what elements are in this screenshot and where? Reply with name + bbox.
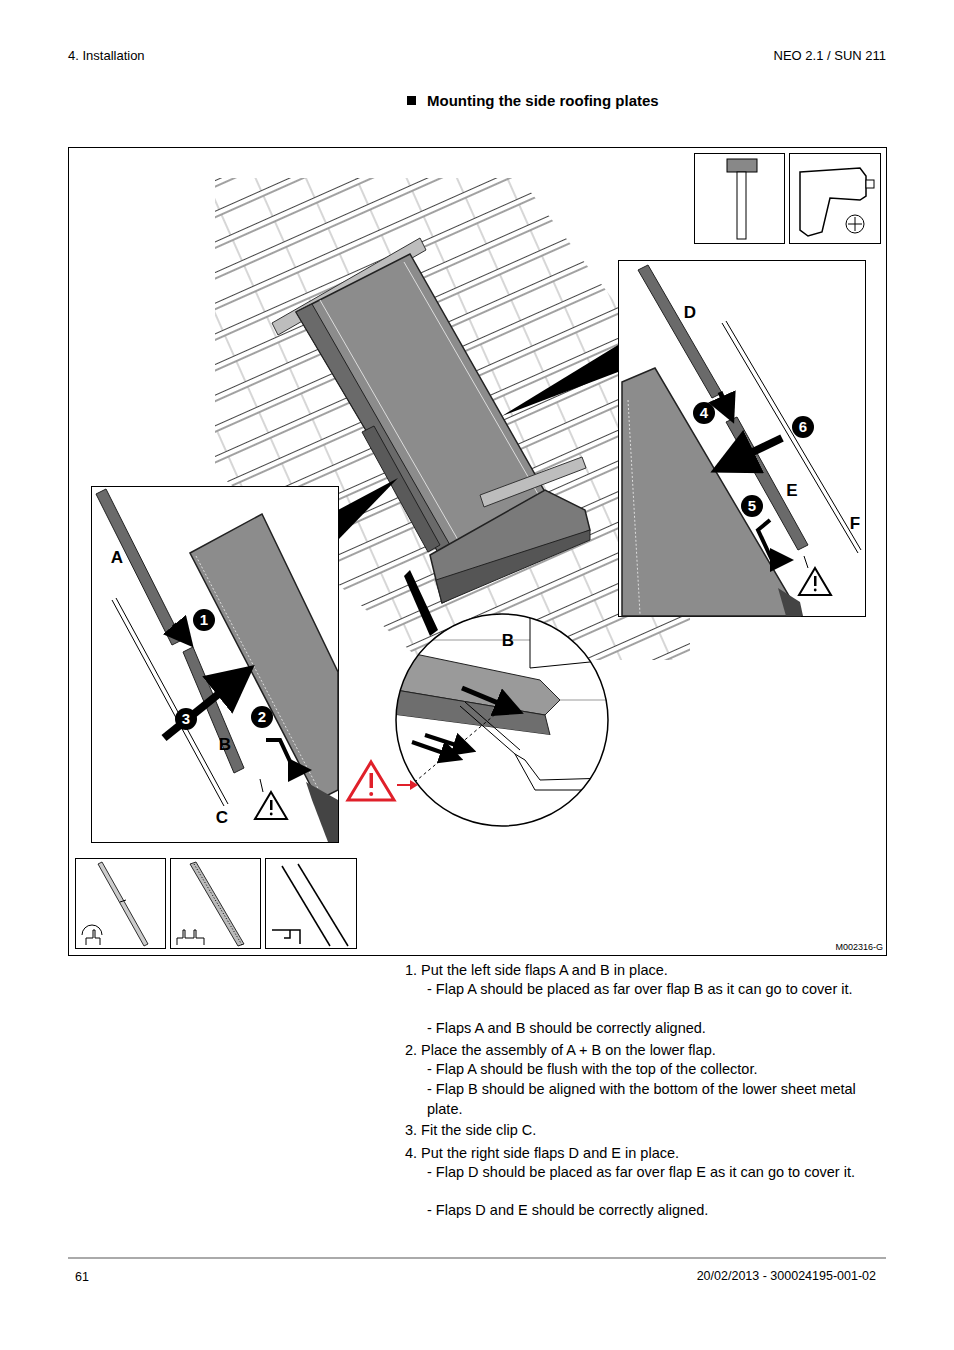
detail-inset (619, 261, 866, 617)
part-letter: A (106, 547, 128, 569)
side-flap-e (726, 417, 808, 550)
side-clip-f (726, 321, 861, 550)
side-flap-b (362, 426, 440, 552)
part-letter: E (781, 480, 803, 502)
profile-icon (76, 859, 166, 949)
section-title: Mounting the side roofing plates (427, 92, 659, 110)
profile-icon (266, 859, 357, 949)
collector-detail (190, 514, 338, 800)
drill-icon (800, 168, 866, 236)
page-header: 4. Installation (68, 48, 145, 64)
warning-icon-red (348, 762, 418, 800)
page-header: NEO 2.1 / SUN 211 (774, 48, 886, 64)
part-letter: B (497, 630, 519, 652)
step-text: 3. Fit the side clip C. (405, 1121, 911, 1141)
step-text: 2. Place the assembly of A + B on the lo… (405, 1041, 911, 1061)
step-text: 4. Put the right side flaps D and E in p… (405, 1144, 911, 1164)
title-bullet (407, 96, 416, 105)
callout-number: 6 (792, 416, 814, 438)
step-note: - Flap B should be aligned with the bott… (427, 1080, 889, 1119)
document-reference: 20/02/2013 - 300024195-001-02 (697, 1269, 876, 1284)
part-letter: D (679, 302, 701, 324)
footer-rule (68, 1257, 886, 1259)
callout-number: 4 (693, 402, 715, 424)
warning-icon (799, 556, 831, 595)
side-flap-d (638, 265, 722, 398)
callout-number: 5 (741, 495, 763, 517)
part-letter: F (844, 513, 866, 535)
step-note: - Flaps D and E should be correctly alig… (427, 1201, 889, 1221)
step-note: - Flap D should be placed as far over fl… (427, 1163, 889, 1183)
callout-number: 1 (193, 609, 215, 631)
callout-number: 2 (251, 706, 273, 728)
page-number: 61 (75, 1270, 89, 1285)
tool-box (790, 154, 881, 244)
detail-inset (92, 487, 339, 843)
step-note: - Flap A should be placed as far over fl… (427, 980, 889, 1000)
hammer-icon (727, 159, 757, 172)
callout-number: 3 (175, 708, 197, 730)
step-note: - Flap A should be flush with the top of… (427, 1060, 889, 1080)
step-text: 1. Put the left side flaps A and B in pl… (405, 961, 911, 981)
detail-pointer (502, 345, 618, 416)
step-note: - Flaps A and B should be correctly alig… (427, 1019, 889, 1039)
part-letter: B (214, 734, 236, 756)
lower-flashing (430, 490, 590, 603)
side-flap-a (96, 489, 182, 645)
tool-box (695, 154, 785, 244)
detail-pointer (404, 570, 438, 636)
warning-icon (255, 779, 287, 819)
figure-frame (69, 148, 887, 956)
detail-pointer (338, 478, 398, 540)
profile-icon (171, 859, 261, 949)
figure-code: M002316-G (835, 942, 883, 953)
part-letter: C (211, 807, 233, 829)
